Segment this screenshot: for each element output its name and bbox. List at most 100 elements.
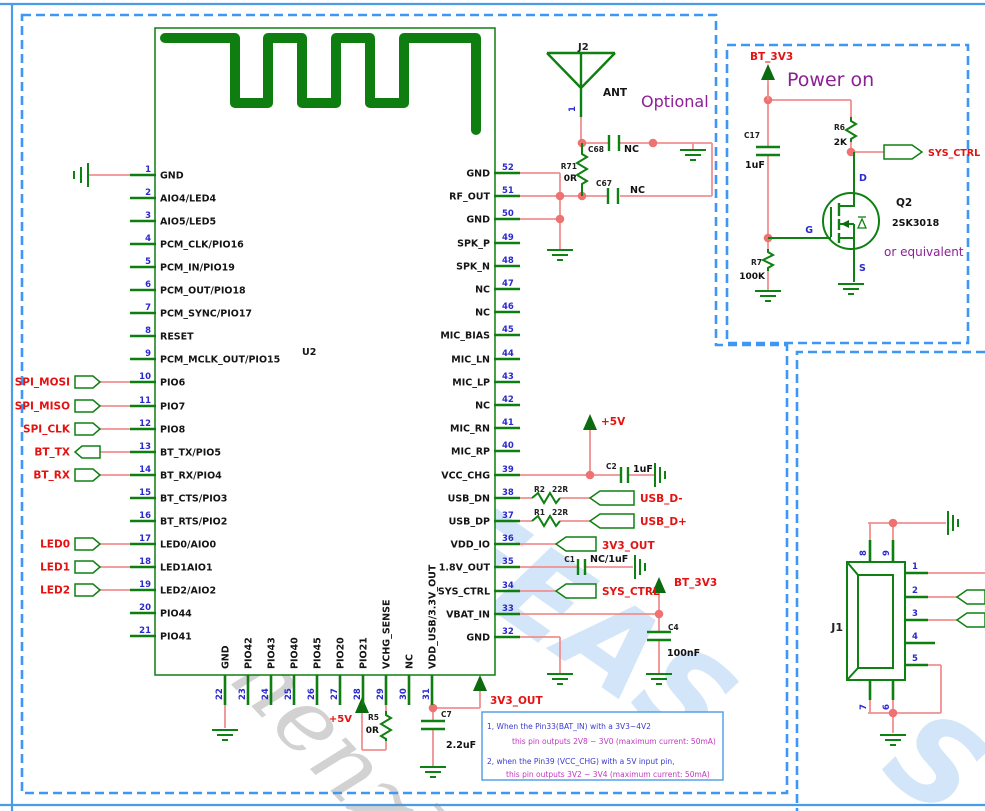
pin-number: 46 xyxy=(502,302,514,312)
resistor-r71[interactable] xyxy=(575,143,589,196)
connector-j1[interactable] xyxy=(846,540,935,700)
pin-name: NC xyxy=(475,308,490,319)
capacitor-c7[interactable] xyxy=(421,719,445,731)
pin-number: 36 xyxy=(502,534,514,544)
capacitor-c68[interactable] xyxy=(607,135,621,151)
label: 2SK3018 xyxy=(892,218,940,229)
net-label: LED2 xyxy=(40,585,70,597)
resistor-r6[interactable] xyxy=(844,117,858,142)
antenna-j2-symbol[interactable] xyxy=(546,51,616,117)
capacitor-c4[interactable] xyxy=(647,630,671,642)
pin-number: 25 xyxy=(284,688,294,700)
port-sys-ctrl-power[interactable] xyxy=(883,144,924,160)
port-spi_clk[interactable] xyxy=(74,422,102,436)
port-3v3-out[interactable] xyxy=(554,536,597,552)
pin-name: PCM_IN/PIO19 xyxy=(160,263,235,274)
pin-number: 7 xyxy=(145,303,151,313)
label: C68 xyxy=(588,145,604,154)
capacitor-c1[interactable] xyxy=(576,559,587,575)
pin-name: MIC_RN xyxy=(450,424,490,435)
resistor-r5[interactable] xyxy=(379,711,393,741)
ground-symbol[interactable] xyxy=(73,163,89,187)
pin-number: 23 xyxy=(238,688,248,700)
label: Power on xyxy=(787,69,874,91)
pin-number: 37 xyxy=(502,511,514,521)
pin-name: PCM_OUT/PIO18 xyxy=(160,286,246,297)
label: C17 xyxy=(744,131,760,140)
resistor-r1[interactable] xyxy=(531,514,561,528)
resistor-r7[interactable] xyxy=(760,249,776,271)
capacitor-c2[interactable] xyxy=(619,467,630,483)
pin-name: USB_DN xyxy=(448,494,490,505)
wires[interactable] xyxy=(88,85,985,766)
pin-name: LED1AIO1 xyxy=(160,563,213,574)
pin-number: 8 xyxy=(145,326,151,336)
label: 2K xyxy=(834,138,848,148)
pin-name: PIO43 xyxy=(267,637,278,669)
pin-name: RF_OUT xyxy=(449,192,490,203)
pin-name: 1.8V_OUT xyxy=(439,563,491,574)
pin-name: NC xyxy=(475,401,490,412)
capacitor-c67[interactable] xyxy=(606,188,620,204)
port-usb-d-minus[interactable] xyxy=(588,490,635,506)
pin-number: 31 xyxy=(422,688,432,700)
power-arrow-3v3out[interactable] xyxy=(473,675,487,691)
power-arrow-bt3v3-c4[interactable] xyxy=(652,577,666,593)
label: 1, When the Pin33(BAT_IN) with a 3V3~4V2 xyxy=(487,722,651,731)
pin-number: 40 xyxy=(502,441,514,451)
pin-number: 6 xyxy=(145,280,151,290)
port-bt_rx[interactable] xyxy=(74,468,102,482)
label: 2.2uF xyxy=(446,740,476,751)
label: D xyxy=(859,173,867,184)
power-arrow-bt3v3-top[interactable] xyxy=(761,64,775,100)
pin-name: PCM_CLK/PIO16 xyxy=(160,240,244,251)
port-spi_mosi[interactable] xyxy=(74,375,102,389)
label: NC/1uF xyxy=(590,554,628,565)
pin-name: GND xyxy=(466,169,490,180)
bottom-right-dashed-border xyxy=(795,350,985,811)
junction-dots xyxy=(428,95,898,718)
port-led0[interactable] xyxy=(74,537,102,551)
label: R2 xyxy=(534,485,545,494)
pin-number: 34 xyxy=(502,581,514,591)
pin-name: MIC_BIAS xyxy=(440,331,490,342)
port-j1-pin2[interactable] xyxy=(955,589,985,605)
chip-u2-body[interactable] xyxy=(154,27,496,676)
label: BT_3V3 xyxy=(674,577,717,589)
power-arrow-5v-right[interactable] xyxy=(583,414,597,430)
pin-name: AIO5/LED5 xyxy=(160,217,216,228)
label: R6 xyxy=(834,123,845,132)
j1-pin-number: 5 xyxy=(912,654,918,664)
j1-pin-number: 4 xyxy=(912,632,918,642)
antenna-meander-trace[interactable] xyxy=(160,33,481,135)
port-bt_tx[interactable] xyxy=(73,445,101,459)
label: NC xyxy=(630,185,645,196)
pin-name: MIC_LN xyxy=(451,355,490,366)
port-usb-d-plus[interactable] xyxy=(588,513,635,529)
port-sys-ctrl[interactable] xyxy=(554,583,597,599)
pin-name: SPK_P xyxy=(457,239,490,250)
pin-name: SYS_CTRL xyxy=(438,587,490,598)
port-led2[interactable] xyxy=(74,583,102,597)
net-label: SPI_MOSI xyxy=(15,377,70,389)
module-dashed-border xyxy=(20,13,789,795)
pin-number: 38 xyxy=(502,488,514,498)
capacitor-c17[interactable] xyxy=(756,145,780,157)
port-j1-pin3[interactable] xyxy=(955,612,985,628)
mosfet-q2[interactable] xyxy=(768,152,880,282)
pin-name: BT_TX/PIO5 xyxy=(160,448,221,459)
pin-name: BT_RTS/PIO2 xyxy=(160,517,227,528)
port-led1[interactable] xyxy=(74,560,102,574)
label: 2, when the Pin39 (VCC_CHG) with a 5V in… xyxy=(487,757,675,766)
pin-number: 16 xyxy=(139,511,151,521)
pin-number: 50 xyxy=(502,209,514,219)
pin-number: 12 xyxy=(139,419,151,429)
pin-number: 42 xyxy=(502,395,514,405)
ground-symbols[interactable] xyxy=(212,149,959,778)
label: R5 xyxy=(368,713,379,722)
label: J2 xyxy=(577,42,589,53)
resistor-r2[interactable] xyxy=(531,491,561,505)
port-spi_miso[interactable] xyxy=(74,399,102,413)
label: SYS_CTRL xyxy=(602,586,660,598)
